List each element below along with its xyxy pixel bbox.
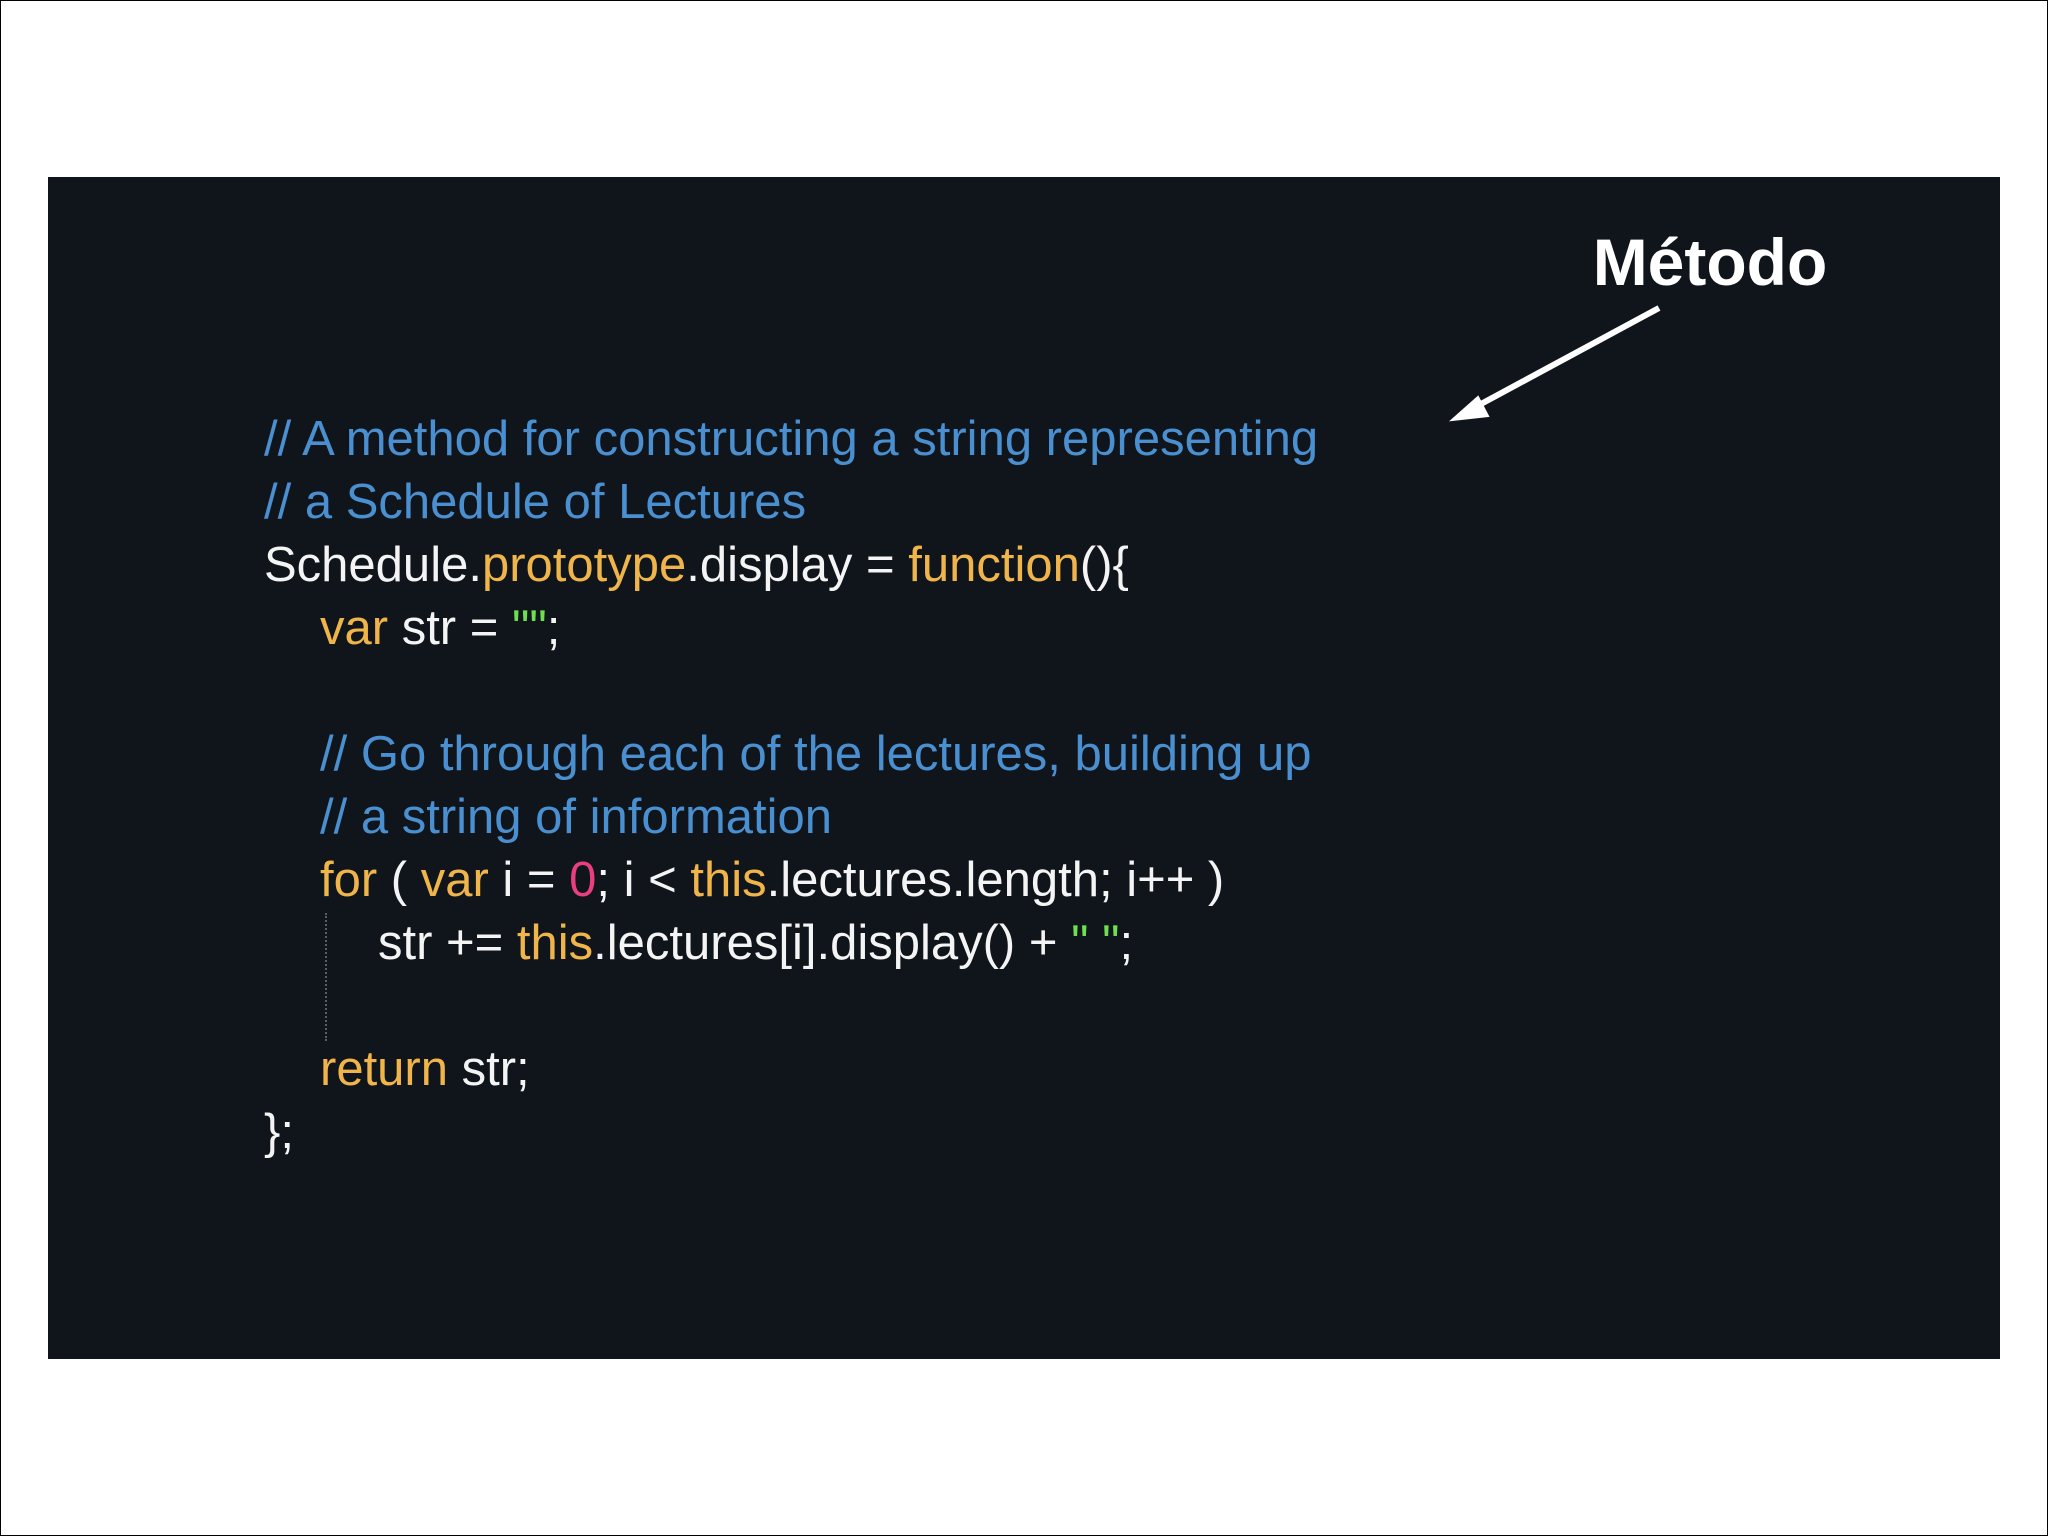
code-token: str; bbox=[448, 1042, 530, 1096]
code-token: i = bbox=[488, 853, 570, 907]
code-line-8: for ( var i = 0; i < this.lectures.lengt… bbox=[264, 849, 1864, 912]
code-line-12: }; bbox=[264, 1101, 1864, 1164]
keyword-token: this bbox=[690, 853, 767, 907]
indent-guide bbox=[325, 913, 327, 1041]
code-line-4: var str = ""; bbox=[264, 597, 1864, 660]
code-token: .lectures[i].display() + bbox=[593, 916, 1072, 970]
code-line-9: str += this.lectures[i].display() + " "; bbox=[264, 912, 1864, 975]
code-token: str = bbox=[388, 601, 512, 655]
code-line-6: // Go through each of the lectures, buil… bbox=[264, 723, 1864, 786]
keyword-token: for bbox=[320, 853, 378, 907]
keyword-token: return bbox=[320, 1042, 449, 1096]
comment: // a Schedule of Lectures bbox=[264, 475, 807, 529]
code-line-11: return str; bbox=[264, 1038, 1864, 1101]
annotation-label: Método bbox=[1592, 225, 1828, 299]
comment: // a string of information bbox=[320, 790, 833, 844]
keyword-token: var bbox=[320, 601, 389, 655]
code-token: ( bbox=[377, 853, 421, 907]
number-token: 0 bbox=[569, 853, 597, 907]
code-token: .display = bbox=[686, 538, 909, 592]
code-token: }; bbox=[264, 1105, 294, 1159]
keyword-token: this bbox=[516, 916, 594, 970]
code-line-3: Schedule.prototype.display = function(){ bbox=[264, 534, 1864, 597]
string-token: "" bbox=[511, 601, 547, 655]
code-line-blank bbox=[264, 975, 1864, 1038]
code-block: // A method for constructing a string re… bbox=[264, 408, 1864, 1164]
comment: // A method for constructing a string re… bbox=[264, 412, 1319, 466]
code-token: ; bbox=[546, 601, 561, 655]
keyword-token: prototype bbox=[481, 538, 687, 592]
code-token: str += bbox=[378, 916, 517, 970]
code-line-blank bbox=[264, 660, 1864, 723]
code-token: Schedule. bbox=[264, 538, 482, 592]
code-token: .lectures.length; i++ ) bbox=[766, 853, 1225, 907]
keyword-token: function bbox=[908, 538, 1080, 592]
code-line-7: // a string of information bbox=[264, 786, 1864, 849]
string-token: " " bbox=[1071, 916, 1120, 970]
keyword-token: var bbox=[420, 853, 489, 907]
code-token: (){ bbox=[1079, 538, 1129, 592]
code-line-1: // A method for constructing a string re… bbox=[264, 408, 1864, 471]
comment: // Go through each of the lectures, buil… bbox=[320, 727, 1312, 781]
code-slide bbox=[48, 177, 2000, 1359]
code-token: ; bbox=[1119, 916, 1134, 970]
code-line-2: // a Schedule of Lectures bbox=[264, 471, 1864, 534]
code-token: ; i < bbox=[596, 853, 691, 907]
